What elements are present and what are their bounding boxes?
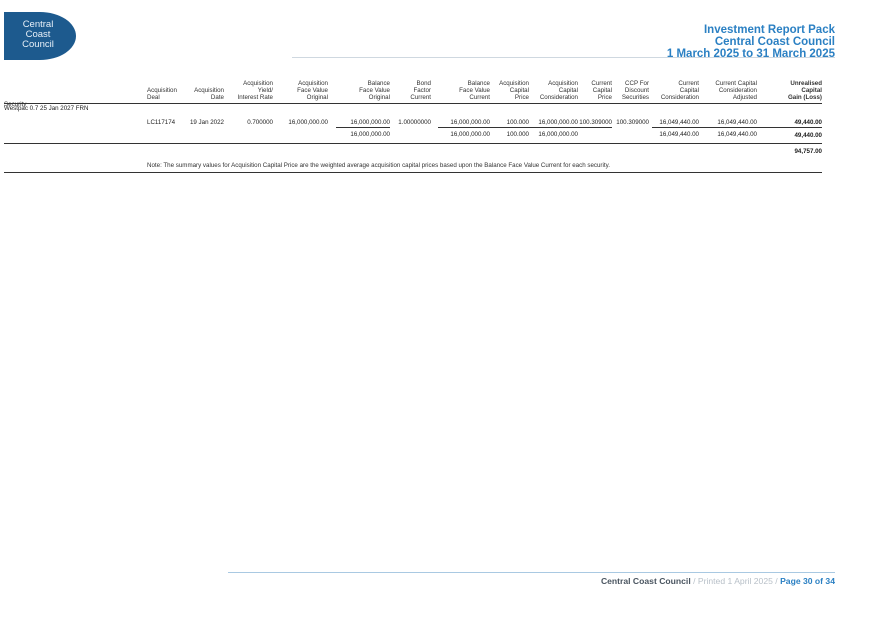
- logo-text: Council: [22, 39, 54, 50]
- cell-curr-consid: 16,049,440.00: [659, 119, 699, 126]
- cell-bal-face-curr: 16,000,000.00: [450, 119, 490, 126]
- report-org: Central Coast Council: [714, 36, 835, 48]
- total-gain: 94,757.00: [794, 148, 822, 155]
- cell-acq-consid: 16,000,000.00: [538, 119, 578, 126]
- subtotal-acq-price: 100.000: [506, 131, 529, 138]
- cell-gain: 49,440.00: [794, 119, 822, 126]
- subtotal-rule: [438, 127, 612, 128]
- header-rule: [4, 103, 822, 104]
- cell-bond-factor: 1.00000000: [398, 119, 431, 126]
- cell-curr-adj: 16,049,440.00: [717, 119, 757, 126]
- page-number: Page 30 of 34: [780, 576, 835, 586]
- logo-text: Central: [22, 19, 54, 30]
- subtotal-acq-consid: 16,000,000.00: [538, 131, 578, 138]
- report-title: Investment Report Pack: [703, 24, 835, 36]
- subtotal-curr-adj: 16,049,440.00: [717, 131, 757, 138]
- note-rule: [4, 172, 822, 173]
- summary-note: Note: The summary values for Acquisition…: [147, 162, 610, 169]
- subtotal-bal-face-orig: 16,000,000.00: [350, 131, 390, 138]
- header-divider: [292, 57, 835, 58]
- logo-text: Coast: [25, 29, 51, 40]
- subtotal-rule: [336, 127, 390, 128]
- subtotal-bal-face-curr: 16,000,000.00: [450, 131, 490, 138]
- cell-acq-price: 100.000: [506, 119, 529, 126]
- col-security: Security: [4, 101, 27, 108]
- cell-deal: LC117174: [147, 119, 176, 126]
- security-name: Westpac 0.7 25 Jan 2027 FRN: [4, 105, 89, 112]
- cell-ccp: 100.309000: [616, 119, 649, 126]
- report-period: 1 March 2025 to 31 March 2025: [666, 48, 835, 60]
- cell-curr-price: 100.309000: [579, 119, 612, 126]
- cell-bal-face-orig: 16,000,000.00: [350, 119, 390, 126]
- footer-printed: / Printed 1 April 2025 /: [693, 576, 778, 586]
- subtotal-gain: 49,440.00: [794, 132, 822, 139]
- cell-date: 19 Jan 2022: [189, 119, 224, 126]
- cell-yield: 0.700000: [247, 119, 273, 126]
- report-header: Investment Report Pack Central Coast Cou…: [667, 24, 835, 60]
- council-logo: Central Coast Council: [4, 12, 76, 60]
- page-footer: Central Coast Council / Printed 1 April …: [601, 576, 835, 586]
- total-rule: [4, 143, 822, 144]
- footer-org: Central Coast Council: [600, 576, 691, 586]
- subtotal-curr-consid: 16,049,440.00: [659, 131, 699, 138]
- subtotal-rule: [652, 127, 822, 128]
- footer-divider: [228, 572, 835, 573]
- cell-acq-face: 16,000,000.00: [288, 119, 328, 126]
